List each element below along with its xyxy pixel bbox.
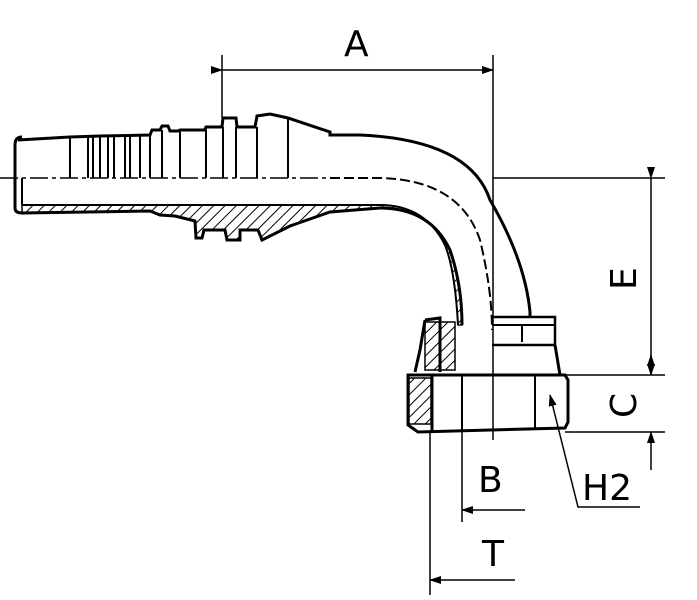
dimension-label-h2: H2	[582, 468, 632, 509]
stem-grooves	[21, 118, 289, 205]
nut-section	[408, 377, 432, 425]
fitting-body	[13, 112, 570, 434]
dimension-label-t: T	[481, 534, 505, 575]
dimension-label-a: A	[344, 24, 369, 65]
h2-leader-arrow	[548, 394, 640, 508]
dimension-label-c: C	[604, 393, 645, 418]
sleeve-section	[424, 321, 456, 371]
bend-centerline	[330, 177, 493, 331]
hatched-wall-section	[21, 204, 463, 326]
dimension-label-e: E	[604, 267, 645, 290]
dimension-label-b: B	[478, 460, 503, 501]
hex-nut	[406, 373, 570, 434]
dimension-lines	[0, 55, 665, 595]
